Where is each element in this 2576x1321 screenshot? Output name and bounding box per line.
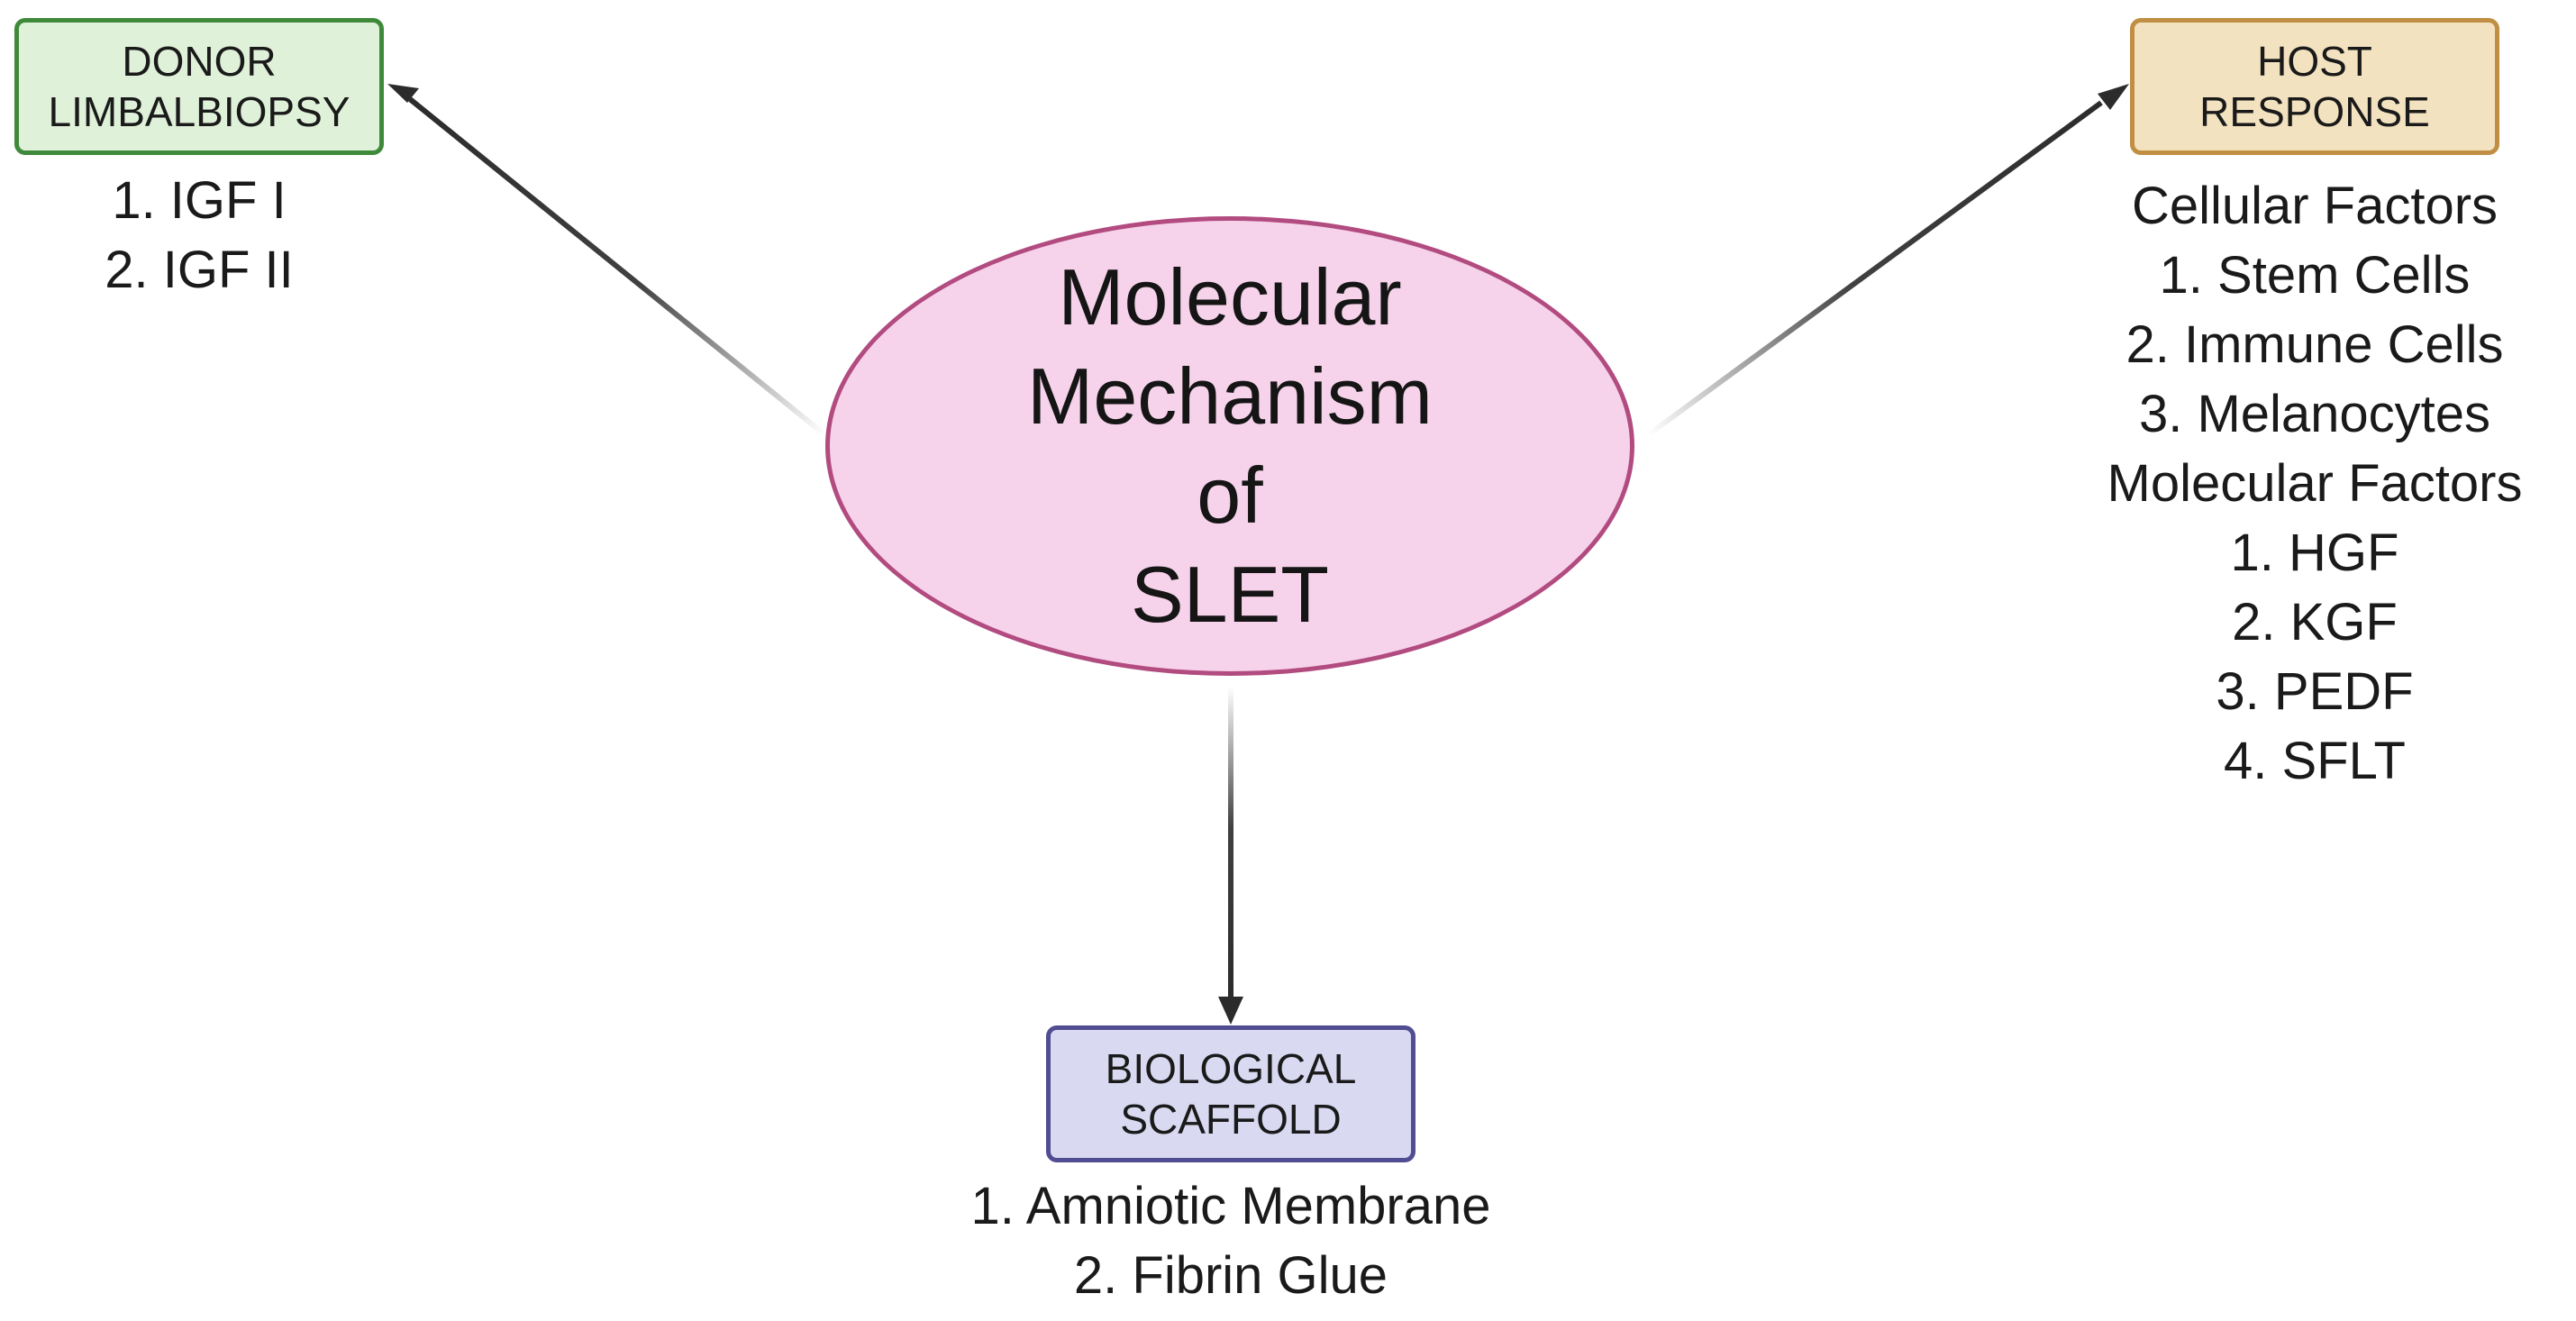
host-factor-item: 1. Stem Cells bbox=[2159, 246, 2471, 305]
scaffold-factor-item: 1. Amniotic Membrane bbox=[970, 1177, 1491, 1235]
biological-scaffold-node: BIOLOGICAL SCAFFOLD bbox=[1046, 1025, 1415, 1162]
central-title-line: of bbox=[1197, 451, 1263, 540]
host-title-line: HOST bbox=[2257, 38, 2372, 85]
donor-title-line: LIMBALBIOPSY bbox=[48, 88, 350, 135]
central-title-line: Mechanism bbox=[1027, 351, 1433, 441]
arrow-to-host-head bbox=[2098, 84, 2129, 110]
arrow-to-scaffold-head bbox=[1218, 997, 1243, 1025]
host-factor-heading: Cellular Factors bbox=[2131, 177, 2499, 235]
host-factor-item: 2. Immune Cells bbox=[2125, 315, 2504, 374]
host-factor-heading: Molecular Factors bbox=[2107, 454, 2523, 513]
donor-factor-item: 2. IGF II bbox=[105, 241, 294, 299]
donor-factor-item: 1. IGF I bbox=[112, 171, 287, 230]
arrow-to-donor bbox=[408, 96, 826, 437]
central-title-line: Molecular bbox=[1058, 252, 1402, 342]
host-factor-list: Cellular Factors 1. Stem Cells 2. Immune… bbox=[2058, 171, 2571, 796]
donor-title-line: DONOR bbox=[122, 38, 277, 85]
host-factor-item: 1. HGF bbox=[2230, 524, 2399, 582]
scaffold-title-line: SCAFFOLD bbox=[1120, 1096, 1342, 1143]
central-concept-node: Molecular Mechanism of SLET bbox=[825, 216, 1634, 676]
scaffold-title-line: BIOLOGICAL bbox=[1105, 1045, 1357, 1092]
host-title-line: RESPONSE bbox=[2199, 88, 2430, 135]
arrow-to-donor-head bbox=[387, 84, 419, 103]
scaffold-factor-item: 2. Fibrin Glue bbox=[1073, 1246, 1388, 1305]
host-factor-item: 3. Melanocytes bbox=[2138, 385, 2491, 443]
donor-limbal-biopsy-node: DONOR LIMBALBIOPSY bbox=[14, 18, 384, 155]
central-title-line: SLET bbox=[1130, 550, 1330, 639]
donor-factor-list: 1. IGF I 2. IGF II bbox=[14, 166, 384, 305]
host-factor-item: 3. PEDF bbox=[2216, 662, 2414, 721]
scaffold-factor-list: 1. Amniotic Membrane 2. Fibrin Glue bbox=[870, 1171, 1591, 1310]
central-concept-title: Molecular Mechanism of SLET bbox=[978, 248, 1482, 644]
arrow-to-host bbox=[1647, 100, 2103, 437]
host-response-node: HOST RESPONSE bbox=[2130, 18, 2499, 155]
host-factor-item: 2. KGF bbox=[2232, 593, 2398, 651]
host-factor-item: 4. SFLT bbox=[2224, 732, 2406, 790]
